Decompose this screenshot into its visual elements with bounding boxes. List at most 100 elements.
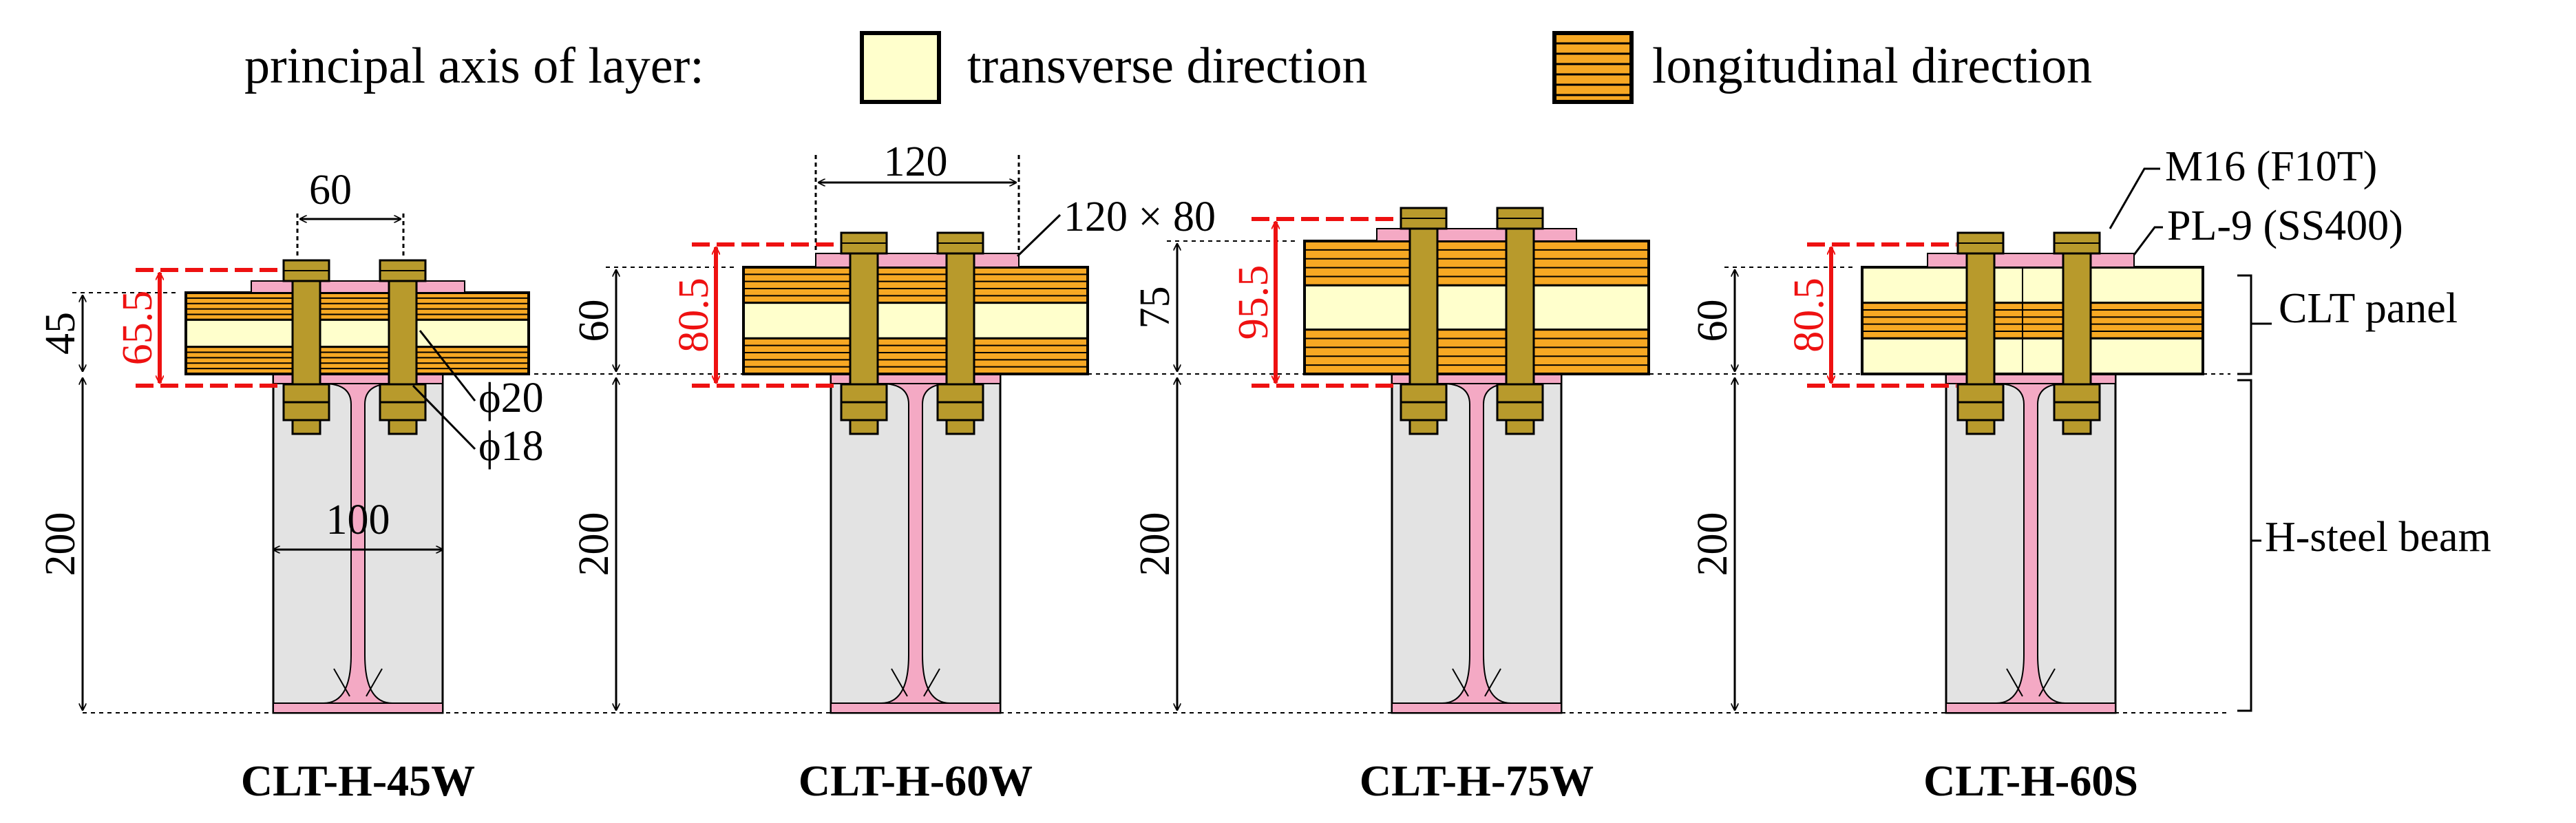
bolt-nut	[840, 383, 888, 404]
bolt	[1496, 207, 1544, 435]
bolt-nut	[1496, 383, 1544, 404]
specimen-4: 60 200 80.5	[1689, 231, 2204, 714]
clt-panel	[184, 291, 530, 375]
bolt-nut	[1400, 383, 1448, 404]
gauge-dimension: 80.5	[1786, 242, 1956, 388]
bolt-nut	[1496, 401, 1544, 421]
dimension-texts: 60 100 ϕ20 ϕ18 120 120 × 80 M16 (F10T) P…	[309, 138, 2491, 561]
bolt	[282, 259, 330, 435]
dim-bolt-spacing: 60	[309, 167, 352, 213]
gauge-label: 80.5	[671, 278, 717, 353]
bolt	[2053, 231, 2101, 435]
thickness-label: 45	[37, 312, 84, 355]
bottom-flange	[830, 702, 1001, 713]
dim-panel-width: 120	[884, 138, 948, 185]
bolt	[840, 231, 888, 435]
clt-panel	[1861, 266, 2204, 375]
bolt-nut	[936, 401, 984, 421]
beam-depth-label: 200	[37, 512, 84, 576]
gauge-dimension: 80.5	[671, 242, 840, 388]
thickness-label: 60	[1689, 300, 1736, 342]
bottom-flange	[1945, 702, 2116, 713]
web-fillet-mark	[366, 668, 383, 697]
specimen-title-4: CLT-H-60S	[1923, 756, 2138, 805]
web-fillet-mark	[1484, 668, 1501, 697]
label-steel-beam: H-steel beam	[2265, 514, 2491, 561]
transverse-layer	[1303, 284, 1650, 331]
bolt-nut	[282, 383, 330, 404]
longitudinal-layer	[184, 346, 530, 375]
gauge-label: 65.5	[114, 291, 161, 366]
web-fillet-mark	[891, 668, 908, 697]
web-fillet-mark	[2006, 668, 2023, 697]
web-fillet-mark	[333, 668, 350, 697]
specimen-title-1: CLT-H-45W	[241, 756, 475, 805]
transverse-layer	[184, 318, 530, 348]
bolt	[1400, 207, 1448, 435]
legend-label-transverse: transverse direction	[967, 38, 1368, 94]
bolt	[1956, 231, 2005, 435]
clt-panel	[1303, 240, 1650, 375]
dim-plate-size: 120 × 80	[1064, 194, 1216, 240]
bolt	[936, 231, 984, 435]
bolt-nut	[2053, 401, 2101, 421]
legend-swatch-transverse	[860, 31, 941, 104]
steel-plate	[815, 253, 1020, 268]
longitudinal-layer	[742, 266, 1089, 304]
legend: principal axis of layer: transverse dire…	[244, 31, 2092, 104]
label-plate: PL-9 (SS400)	[2167, 202, 2403, 249]
bolt-nut	[840, 401, 888, 421]
transverse-layer	[742, 302, 1089, 340]
longitudinal-layer	[1303, 329, 1650, 375]
dimensions: 45 200	[37, 292, 179, 710]
label-bolt: M16 (F10T)	[2165, 143, 2377, 190]
bottom-flange	[1391, 702, 1562, 713]
beam-depth-label: 200	[571, 512, 617, 576]
transverse-layer	[1861, 266, 2204, 304]
beam-depth-label: 200	[1132, 512, 1179, 576]
bolt-nut	[379, 383, 427, 404]
gauge-dimension: 65.5	[114, 268, 282, 388]
gauge-dimension: 95.5	[1230, 217, 1400, 388]
bolt	[379, 259, 427, 435]
steel-plate	[251, 280, 465, 293]
bolt-nut	[1956, 383, 2005, 404]
thickness-label: 75	[1132, 287, 1179, 329]
dimensions: 60 200	[1689, 267, 1855, 710]
specimen-1: 45 200 65.5	[37, 259, 530, 714]
legend-swatch-longitudinal	[1552, 31, 1634, 104]
callout-lines	[273, 155, 2272, 712]
web-fillet-mark	[923, 668, 940, 697]
bottom-flange	[273, 702, 443, 713]
steel-plate	[1376, 228, 1577, 242]
web-fillet-mark	[1452, 668, 1469, 697]
dimensions: 75 200	[1132, 240, 1298, 710]
longitudinal-layer	[742, 337, 1089, 375]
gauge-label: 80.5	[1786, 278, 1833, 353]
gauge-label: 95.5	[1230, 265, 1277, 340]
specimen-title-2: CLT-H-60W	[799, 756, 1033, 805]
bolt-nut	[379, 401, 427, 421]
transverse-layer	[1861, 337, 2204, 375]
specimen-title-3: CLT-H-75W	[1360, 756, 1594, 805]
beam-depth-label: 200	[1689, 512, 1736, 576]
bolt-nut	[2053, 383, 2101, 404]
specimen-titles: CLT-H-45W CLT-H-60W CLT-H-75W CLT-H-60S	[241, 756, 2138, 805]
specimen-2: 60 200 80.5	[571, 231, 1089, 714]
clt-panel	[742, 266, 1089, 375]
bolt-nut	[1400, 401, 1448, 421]
specimen-3: 75 200 95.5	[1132, 207, 1650, 714]
label-clt-panel: CLT panel	[2279, 285, 2458, 332]
steel-plate	[1927, 253, 2135, 268]
thickness-label: 60	[571, 300, 617, 342]
longitudinal-layer	[184, 291, 530, 321]
bolt-nut	[936, 383, 984, 404]
web-fillet-mark	[2038, 668, 2056, 697]
bolt-nut	[282, 401, 330, 421]
legend-title: principal axis of layer:	[244, 38, 704, 94]
longitudinal-layer	[1861, 302, 2204, 340]
legend-label-longitudinal: longitudinal direction	[1652, 38, 2092, 94]
bolt-nut	[1956, 401, 2005, 421]
specimens: 45 200 65.5 60 200 80.5 75 200 95.5 60 200 80.5	[37, 207, 2204, 714]
